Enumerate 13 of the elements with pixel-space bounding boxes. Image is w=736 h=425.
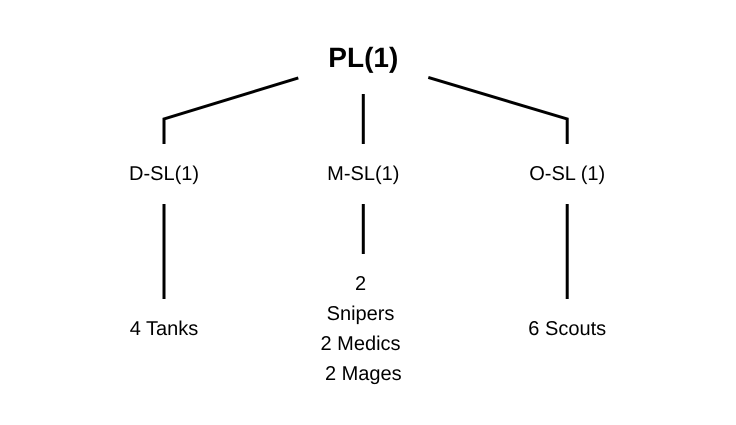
connector [162,76,300,144]
node-text: M-SL(1) [328,162,400,184]
node-text: PL(1) [328,42,399,72]
node-text: D-SL(1) [129,162,200,184]
connector [162,204,166,298]
connector [566,204,570,298]
node-text: 6 Scouts [528,318,607,340]
node-text: 4 Tanks [130,318,199,340]
connector [362,204,366,254]
node-text: 2 Snipers 2 Medics 2 Mages [320,272,402,384]
node-text: O-SL (1) [530,162,606,184]
connector [428,76,570,144]
connector [362,94,366,144]
